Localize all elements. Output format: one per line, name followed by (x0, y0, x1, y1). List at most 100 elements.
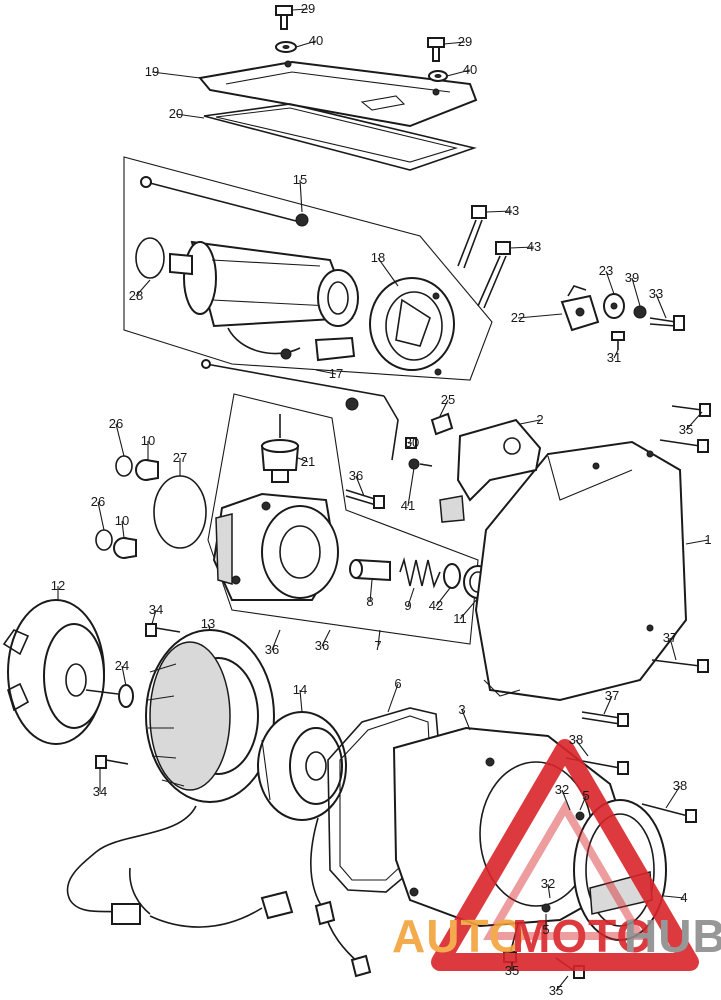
bolt-38-lower (641, 803, 697, 823)
part-label-24: 24 (115, 658, 129, 673)
part-label-6: 6 (394, 676, 401, 691)
nut-41 (408, 458, 433, 470)
alternator-rotor-14 (257, 711, 347, 821)
part-label-3: 3 (458, 702, 465, 717)
part-label-7: 7 (374, 638, 381, 653)
part-label-19: 19 (145, 64, 159, 79)
leader-line-37a (669, 637, 677, 661)
leader-line-41 (407, 467, 415, 507)
part-label-43a: 43 (505, 203, 519, 218)
part-label-26b: 26 (91, 494, 105, 509)
leader-line-18 (377, 257, 399, 287)
leader-line-3 (461, 709, 471, 731)
leader-line-32b (547, 883, 551, 899)
leader-line-37b (603, 695, 613, 715)
part-label-26a: 26 (109, 416, 123, 431)
part-label-34b: 34 (93, 784, 107, 799)
part-label-20: 20 (169, 106, 183, 121)
pump-body (212, 492, 339, 601)
starter-motor (169, 240, 359, 362)
part-label-41: 41 (401, 498, 415, 513)
rotor-12 (2, 599, 105, 745)
bolt-35-mid (659, 439, 709, 453)
switch-22 (560, 285, 600, 332)
leader-line-11 (459, 597, 479, 620)
watermark-text-auto: AUTO (392, 910, 526, 962)
leader-line-32a (561, 789, 571, 811)
part-label-35a: 35 (679, 422, 693, 437)
leader-line-38a (575, 739, 589, 757)
part-label-29b: 29 (458, 34, 472, 49)
crankcase-cover-1 (474, 440, 688, 702)
leader-line-29a (291, 8, 309, 11)
leader-line-13 (207, 623, 211, 631)
part-label-32b: 32 (541, 876, 555, 891)
o-ring-26-lower (95, 529, 113, 551)
part-label-1: 1 (704, 532, 711, 547)
leader-line-17 (315, 369, 337, 375)
part-label-27: 27 (173, 450, 187, 465)
washer-40-right (428, 70, 448, 82)
part-label-9: 9 (404, 598, 411, 613)
o-ring-26-upper (115, 455, 133, 477)
clip-25 (430, 412, 454, 436)
part-label-38b: 38 (673, 778, 687, 793)
gear-cover-2 (439, 418, 542, 523)
end-cover-18 (369, 277, 455, 376)
leader-line-8 (369, 579, 373, 603)
long-rod-17 (201, 359, 399, 461)
part-label-42: 42 (429, 598, 443, 613)
part-label-8: 8 (366, 594, 373, 609)
leader-line-24 (121, 665, 127, 687)
nut-23 (603, 293, 625, 319)
top-cover-19 (198, 60, 478, 128)
gasket-27 (153, 475, 207, 549)
leader-line-10b (121, 520, 125, 539)
washer-42 (443, 563, 461, 589)
part-label-10b: 10 (115, 513, 129, 528)
part-label-25: 25 (441, 392, 455, 407)
bearing-10-upper (135, 459, 159, 481)
part-label-23: 23 (599, 263, 613, 278)
leader-line-20 (175, 113, 205, 119)
screw-31 (611, 331, 625, 350)
washer-39 (633, 305, 647, 319)
part-label-40a: 40 (309, 33, 323, 48)
plunger-8 (349, 558, 391, 582)
leader-line-38b (665, 785, 681, 809)
stator-13 (145, 629, 275, 803)
bolt-35-upper (671, 403, 711, 417)
part-label-37b: 37 (605, 688, 619, 703)
starter-frame-outline (123, 156, 493, 381)
part-label-30: 30 (405, 435, 419, 450)
leader-line-28 (135, 279, 151, 297)
washer-40-left (275, 41, 297, 53)
spring-9 (399, 557, 441, 589)
o-ring-28 (135, 237, 165, 279)
leader-line-4 (663, 895, 685, 899)
part-label-36b: 36 (265, 642, 279, 657)
part-label-29a: 29 (301, 1, 315, 16)
leader-line-33 (655, 293, 667, 319)
leader-line-23 (605, 270, 615, 295)
leader-line-31 (613, 349, 619, 359)
leader-line-22 (517, 313, 563, 319)
part-label-10a: 10 (141, 433, 155, 448)
part-label-12: 12 (51, 578, 65, 593)
bearing-10-lower (113, 537, 137, 559)
part-label-38a: 38 (569, 732, 583, 747)
part-label-35b: 35 (505, 963, 519, 978)
bolt-34-upper (145, 623, 181, 637)
leader-line-34a (151, 609, 157, 625)
wiring-harness (66, 805, 372, 978)
bolt-37-upper (651, 659, 709, 673)
part-label-14: 14 (293, 682, 307, 697)
leader-line-21 (297, 457, 309, 463)
watermark-text-hub: HUB (624, 910, 721, 962)
part-label-36c: 36 (315, 638, 329, 653)
part-label-32a: 32 (555, 782, 569, 797)
part-label-11: 11 (453, 611, 467, 626)
part-label-4: 4 (680, 890, 687, 905)
